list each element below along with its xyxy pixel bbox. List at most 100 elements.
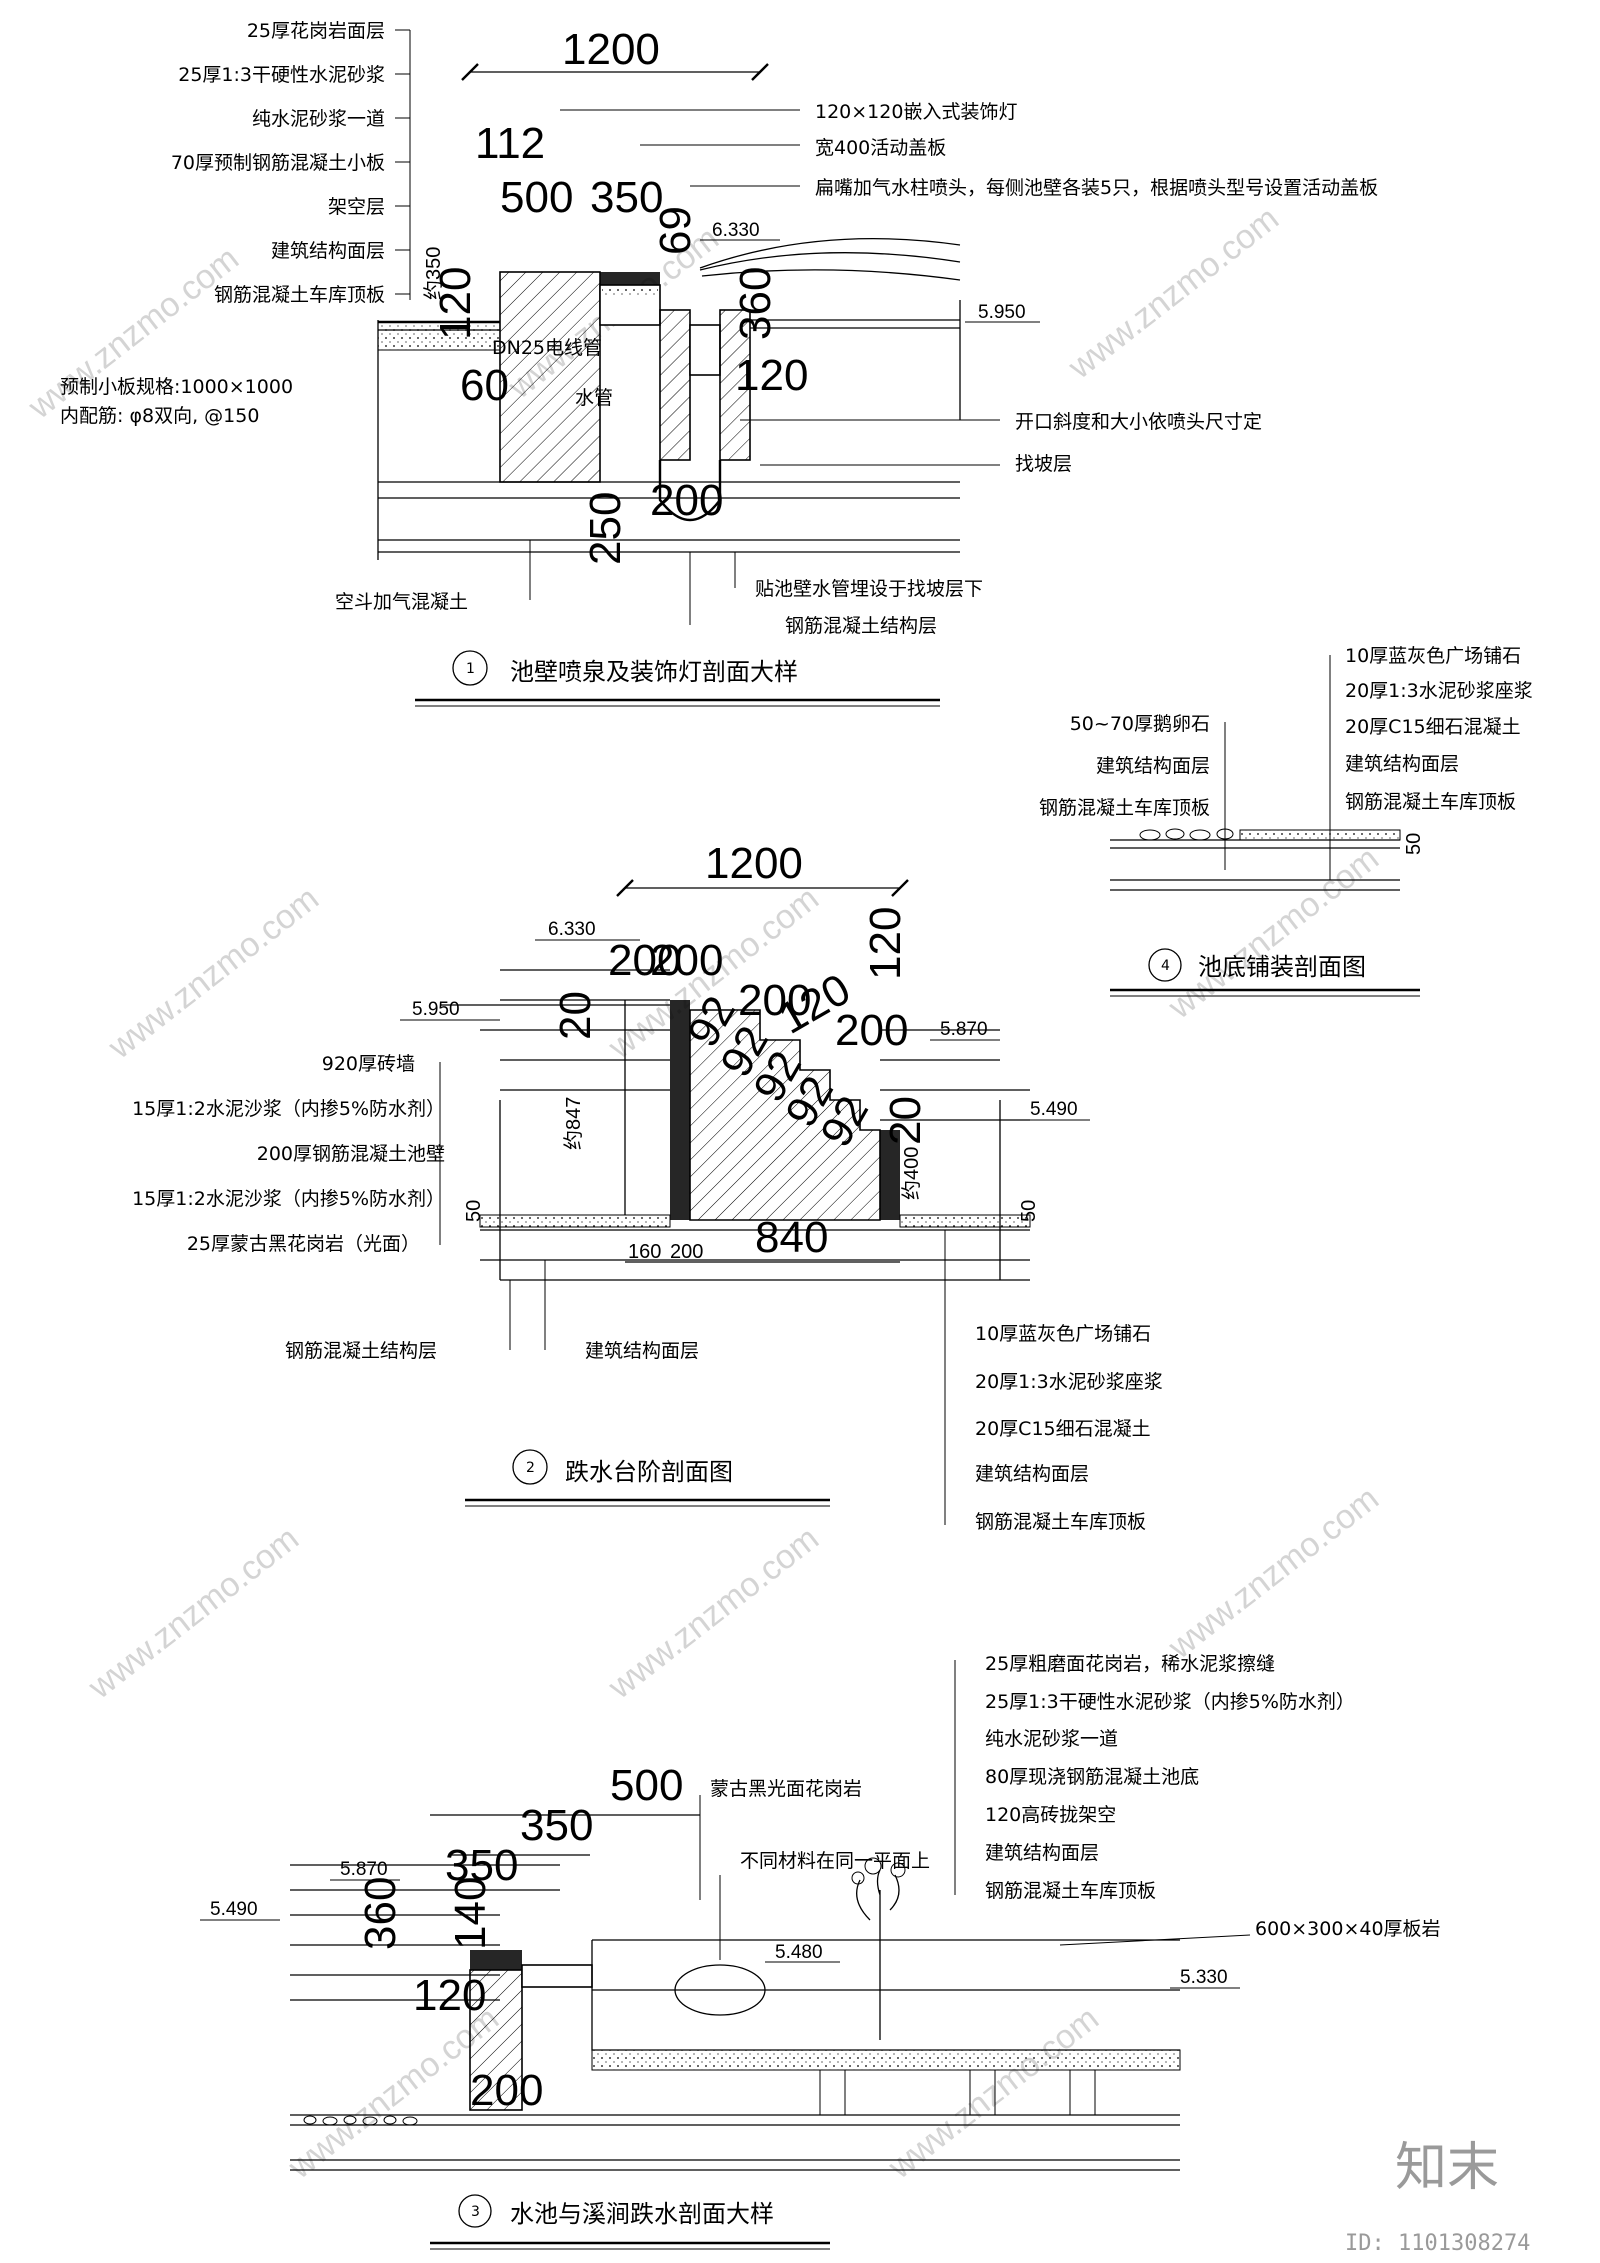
dimension-label: 360 [356, 1877, 405, 1950]
layer-label: 80厚现浇钢筋混凝土池底 [985, 1766, 1199, 1788]
spec-note: 预制小板规格:1000×1000 [60, 376, 293, 398]
dimension-label: 1200 [562, 25, 660, 74]
layer-label: 建筑结构面层 [585, 1340, 699, 1362]
layer-label: 纯水泥砂浆一道 [252, 108, 385, 130]
layer-label: 钢筋混凝土车库顶板 [1345, 791, 1516, 813]
section-2: 1200 200 200 20 120 200 120 200 92 92 92… [132, 839, 1163, 1533]
section-title: 池底铺装剖面图 [1198, 953, 1366, 981]
dimension-label: 50 [1018, 1200, 1040, 1222]
layer-label: 扁嘴加气水柱喷头，每侧池壁各装5只，根据喷头型号设置活动盖板 [815, 177, 1378, 199]
elevation-mark: 6.330 [548, 919, 596, 940]
section1-right-labels: 120×120嵌入式装饰灯 宽400活动盖板 扁嘴加气水柱喷头，每侧池壁各装5只… [560, 101, 1378, 475]
dimension-label: 500 [500, 173, 573, 222]
watermark-text: www.znzmo.com [21, 239, 246, 427]
layer-label: 钢筋混凝土车库顶板 [975, 1511, 1146, 1533]
layer-label: 建筑结构面层 [975, 1463, 1089, 1485]
dimension-label: 140 [446, 1877, 495, 1950]
layer-label: 20厚C15细石混凝土 [975, 1418, 1151, 1440]
dimension-label: 约847 [562, 1097, 585, 1150]
inner-label: DN25电线管 [492, 337, 602, 359]
dimension-label: 500 [610, 1761, 683, 1810]
layer-label: 120×120嵌入式装饰灯 [815, 101, 1017, 123]
layer-label: 25厚蒙古黑花岗岩（光面） [187, 1233, 420, 1255]
top-label: 蒙古黑光面花岗岩 [710, 1778, 862, 1800]
layer-label: 钢筋混凝土结构层 [285, 1340, 437, 1362]
layer-label: 钢筋混凝土结构层 [785, 615, 937, 637]
watermark-text: www.znzmo.com [1161, 839, 1386, 1027]
top-label: 不同材料在同一平面上 [740, 1850, 930, 1872]
section1-title: 1 池壁喷泉及装饰灯剖面大样 [415, 650, 940, 707]
dimension-label: 60 [460, 361, 509, 410]
elevation-mark: 5.950 [412, 999, 460, 1020]
dimension-label: 200 [670, 1241, 703, 1263]
section-number: 3 [471, 2204, 480, 2220]
layer-label: 找坡层 [1015, 453, 1072, 475]
section-title: 跌水台阶剖面图 [565, 1458, 733, 1486]
dimension-label: 360 [731, 267, 780, 340]
layer-label: 钢筋混凝土车库顶板 [214, 284, 385, 306]
section-3: 25厚粗磨面花岗岩，稀水泥浆擦缝 25厚1:3干硬性水泥砂浆（内掺5%防水剂） … [200, 1653, 1441, 2250]
dimension-label: 约400 [900, 1147, 923, 1200]
dimension-label: 840 [755, 1213, 828, 1262]
dimension-label: 69 [651, 206, 700, 255]
dimension-label: 200 [835, 1006, 908, 1055]
dimension-label: 50 [1403, 833, 1425, 855]
section1-left-labels: 25厚花岗岩面层 25厚1:3干硬性水泥砂浆 纯水泥砂浆一道 70厚预制钢筋混凝… [60, 20, 411, 427]
dimension-label: 120 [861, 907, 910, 980]
layer-label: 20厚C15细石混凝土 [1345, 716, 1521, 738]
layer-label: 建筑结构面层 [1096, 755, 1210, 777]
layer-label: 50~70厚鹅卵石 [1070, 713, 1210, 735]
elevation-mark: 5.490 [210, 1899, 258, 1920]
brand-logo-text: 知末 [1395, 2138, 1499, 2198]
dimension-label: 112 [475, 119, 545, 168]
layer-label: 25厚花岗岩面层 [247, 20, 385, 42]
layer-label: 贴池壁水管埋设于找坡层下 [755, 578, 983, 600]
layer-label: 10厚蓝灰色广场铺石 [1345, 645, 1521, 667]
layer-label: 15厚1:2水泥沙浆（内掺5%防水剂） [132, 1188, 445, 1210]
layer-label: 920厚砖墙 [322, 1053, 415, 1075]
dimension-label: 120 [735, 351, 808, 400]
dimension-label: 20 [881, 1096, 930, 1145]
layer-label: 25厚粗磨面花岗岩，稀水泥浆擦缝 [985, 1653, 1275, 1675]
dimension-label: 120 [413, 1971, 486, 2020]
dimension-label: 350 [590, 173, 663, 222]
slab-label: 600×300×40厚板岩 [1255, 1918, 1441, 1940]
image-id: ID: 1101308274 [1345, 2231, 1530, 2256]
section1-structure [377, 238, 961, 560]
layer-label: 70厚预制钢筋混凝土小板 [171, 152, 385, 174]
layer-label: 建筑结构面层 [985, 1842, 1099, 1864]
layer-label: 钢筋混凝土车库顶板 [985, 1880, 1156, 1902]
section-title: 池壁喷泉及装饰灯剖面大样 [510, 658, 798, 686]
dimension-label: 350 [520, 1801, 593, 1850]
watermark-text: www.znzmo.com [81, 1519, 306, 1707]
inner-label: 约350 [422, 247, 445, 300]
inner-label: 水管 [575, 387, 613, 409]
dimension-label: 50 [463, 1200, 485, 1222]
dimension-label: 160 [628, 1241, 661, 1263]
spec-note: 内配筋: φ8双向, @150 [60, 405, 259, 427]
layer-label: 120高砖拢架空 [985, 1804, 1116, 1826]
layer-label: 25厚1:3干硬性水泥砂浆（内掺5%防水剂） [985, 1691, 1355, 1713]
layer-label: 开口斜度和大小依喷头尺寸定 [1015, 411, 1262, 433]
layer-label: 25厚1:3干硬性水泥砂浆 [178, 64, 385, 86]
layer-label: 20厚1:3水泥砂浆座浆 [975, 1371, 1163, 1393]
watermark-text: www.znzmo.com [1061, 199, 1286, 387]
elevation-mark: 5.480 [775, 1942, 823, 1963]
section-number: 4 [1161, 958, 1170, 974]
dimension-label: 200 [608, 936, 681, 985]
section-1: 25厚花岗岩面层 25厚1:3干硬性水泥砂浆 纯水泥砂浆一道 70厚预制钢筋混凝… [60, 20, 1378, 707]
layer-label: 10厚蓝灰色广场铺石 [975, 1323, 1151, 1345]
dimension-label: 250 [581, 492, 630, 565]
layer-label: 20厚1:3水泥砂浆座浆 [1345, 680, 1533, 702]
elevation-mark: 5.870 [340, 1859, 388, 1880]
layer-label: 15厚1:2水泥沙浆（内掺5%防水剂） [132, 1098, 445, 1120]
watermark-text: www.znzmo.com [1161, 1479, 1386, 1667]
layer-label: 纯水泥砂浆一道 [985, 1728, 1118, 1750]
dimension-label: 200 [738, 976, 811, 1025]
watermark-text: www.znzmo.com [881, 1999, 1106, 2187]
section1-dimensions: 1200 112 500 350 120 60 69 360 120 250 2… [422, 25, 1040, 565]
layer-label: 200厚钢筋混凝土池壁 [257, 1143, 445, 1165]
dimension-label: 350 [445, 1841, 518, 1890]
watermark-text: www.znzmo.com [101, 879, 326, 1067]
section-title: 水池与溪涧跌水剖面大样 [510, 2200, 774, 2228]
